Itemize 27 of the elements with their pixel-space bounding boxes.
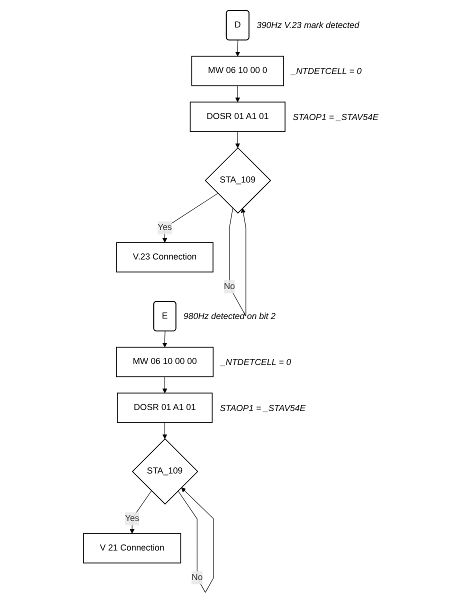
node-note: 980Hz detected on bit 2: [184, 311, 276, 322]
node-note: STAOP1 = _STAV54E: [292, 112, 378, 122]
edge-label: No: [224, 282, 235, 292]
node-box: V 21 Connection: [83, 533, 182, 564]
node-box: MW 06 10 00 0: [191, 56, 284, 86]
arrow: [130, 490, 152, 534]
node-box: V.23 Connection: [116, 242, 214, 272]
edge-label: No: [192, 572, 203, 582]
node-note: _NTDETCELL = 0: [291, 66, 362, 76]
node-note: 390Hz V.23 mark detected: [256, 20, 360, 30]
arrow: [235, 131, 240, 148]
node-note: STAOP1 = _STAV54E: [220, 402, 306, 413]
arrow: [229, 208, 246, 316]
arrow: [162, 193, 218, 243]
arrow: [162, 422, 168, 440]
arrow: [162, 376, 168, 394]
node-diamond: STA_109: [204, 147, 272, 214]
arrow: [235, 85, 240, 102]
arrow: [162, 330, 168, 348]
arrow: [235, 40, 240, 56]
node-box: DOSR 01 A1 01: [190, 102, 286, 132]
edge-label: Yes: [158, 222, 172, 232]
node-note: _NTDETCELL = 0: [220, 357, 292, 367]
node-diamond: STA_109: [132, 438, 198, 505]
node-box: MW 06 10 00 00: [116, 346, 214, 378]
node-box: DOSR 01 A1 01: [116, 392, 213, 423]
edge-label: Yes: [124, 514, 140, 524]
